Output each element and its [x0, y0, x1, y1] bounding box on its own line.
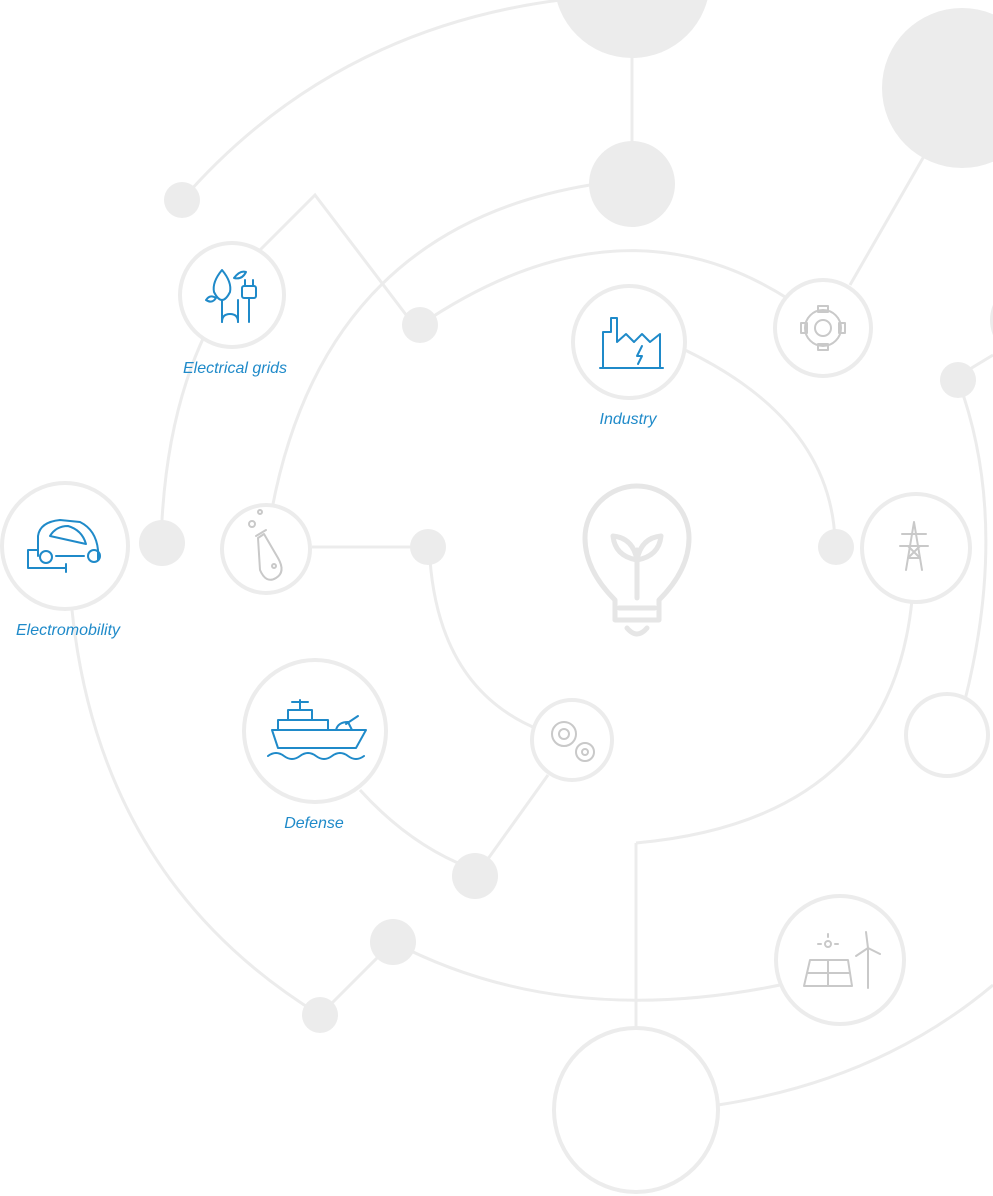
network-dot [139, 520, 185, 566]
factory-icon [599, 317, 664, 369]
ship-icon [267, 699, 367, 760]
empty-node [904, 692, 990, 778]
node-defense[interactable]: Defense [242, 658, 388, 832]
node-electromobility[interactable]: Electromobility [0, 481, 130, 639]
plant-plug-icon [205, 269, 257, 323]
node-label: Electromobility [16, 622, 121, 639]
node-gear[interactable] [773, 278, 873, 378]
node-industry[interactable]: Industry [571, 284, 687, 428]
node-electrical-grids[interactable]: Electrical grids [178, 241, 287, 377]
network-dot [882, 8, 993, 168]
node-flask[interactable] [220, 503, 312, 595]
network-dot [452, 853, 498, 899]
solar-wind-icon [803, 931, 881, 989]
node-label: Industry [600, 411, 658, 428]
network-dot [410, 529, 446, 565]
network-dot [818, 529, 854, 565]
lightbulb-leaf-icon [582, 483, 692, 637]
node-gears[interactable] [530, 698, 614, 782]
empty-rings [552, 304, 993, 1194]
node-label: Electrical grids [183, 360, 287, 377]
flask-icon [248, 509, 283, 581]
node-power-tower[interactable] [860, 492, 972, 604]
network-dot [556, 0, 708, 58]
network-dot [589, 141, 675, 227]
network-dot [402, 307, 438, 343]
gears-icon [551, 721, 595, 762]
network-dot [164, 182, 200, 218]
empty-node [552, 1026, 720, 1194]
node-label: Defense [284, 815, 344, 832]
network-dot [370, 919, 416, 965]
network-dots [139, 0, 993, 1033]
network-dot [302, 997, 338, 1033]
node-solar-wind[interactable] [774, 894, 906, 1026]
gear-icon [800, 305, 846, 351]
network-dot [940, 362, 976, 398]
power-tower-icon [899, 521, 929, 571]
electric-car-icon [27, 519, 101, 573]
